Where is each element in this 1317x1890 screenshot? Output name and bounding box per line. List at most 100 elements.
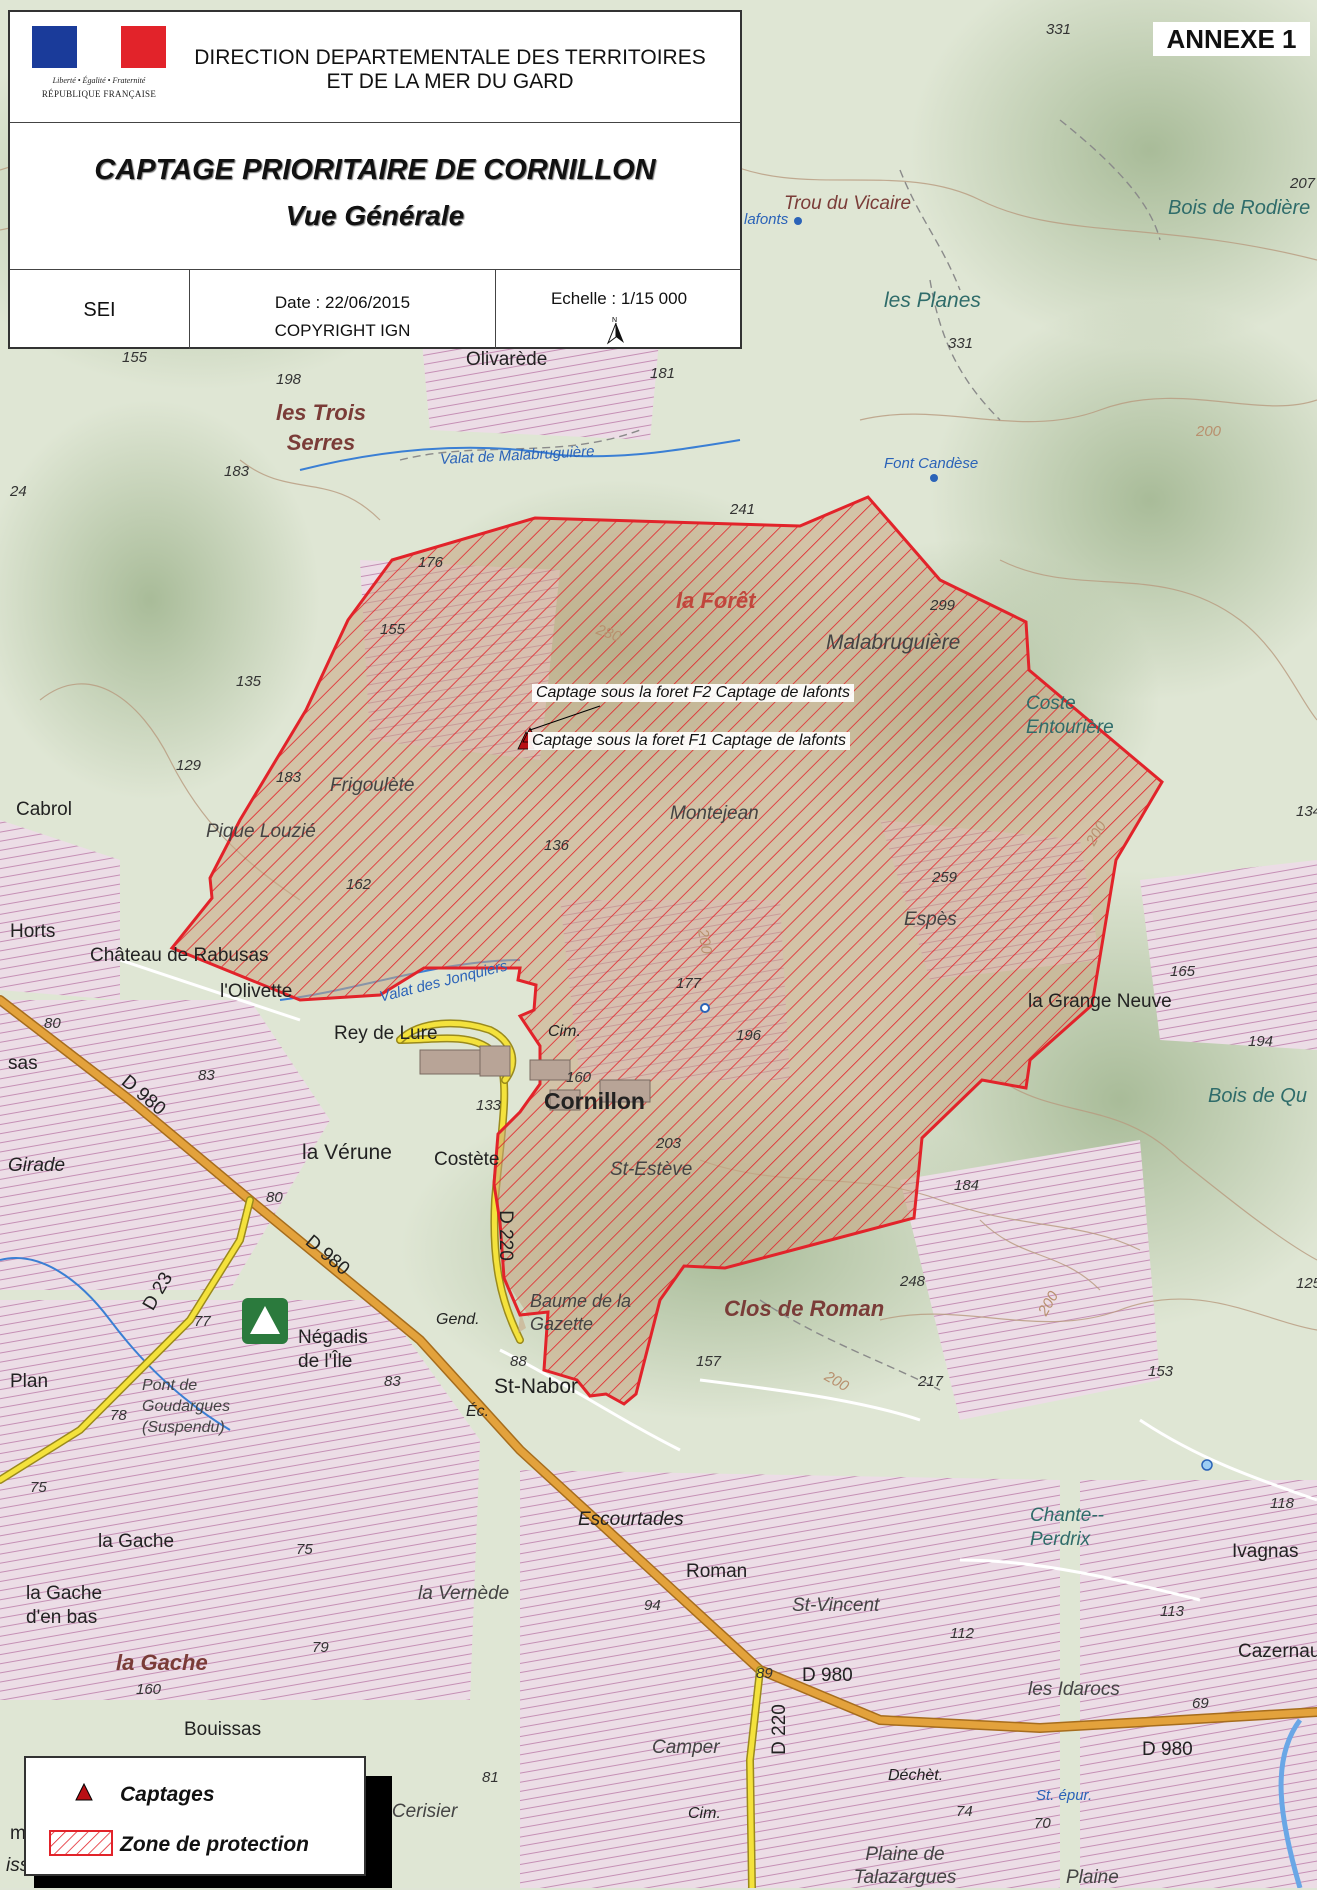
locality-label: les Idarocs	[1028, 1679, 1120, 1700]
elevation: 248	[900, 1273, 926, 1290]
elevation: 118	[1270, 1495, 1294, 1512]
captage-triangle-icon	[75, 1782, 93, 1801]
elevation: 77	[194, 1313, 211, 1330]
elevation: 198	[276, 371, 302, 388]
locality-label: Coste Entourière	[1026, 693, 1114, 738]
elevation: 83	[198, 1067, 215, 1084]
locality-label: St-Estève	[610, 1159, 693, 1180]
scale-cell: Echelle : 1/15 000 N	[496, 269, 742, 349]
elevation: 259	[932, 869, 958, 886]
locality-label: Trou du Vicaire	[784, 193, 912, 214]
elevation: 155	[380, 621, 406, 638]
elevation: 181	[650, 365, 676, 382]
place-label: St. épur.	[1036, 1787, 1093, 1804]
locality-label: la Vernède	[418, 1583, 510, 1604]
place-label: Escourtades	[578, 1509, 684, 1530]
department-name: DIRECTION DEPARTEMENTALE DES TERRITOIRES…	[194, 46, 706, 94]
place-label: Rey de Lure	[334, 1023, 438, 1044]
place-label: Costète	[434, 1149, 500, 1170]
place-label: Girade	[8, 1155, 66, 1176]
locality-label: Frigoulète	[330, 775, 415, 796]
area-label: la Forêt	[676, 588, 756, 613]
legend-label-zone: Zone de protection	[120, 1833, 309, 1856]
locality-label: Pique Louzié	[206, 821, 316, 842]
elevation: 112	[950, 1625, 974, 1642]
elevation: 75	[30, 1479, 47, 1496]
village-cornillon	[419, 1045, 651, 1111]
place-label: sas	[8, 1053, 38, 1074]
forest-label: Bois de Rodière	[1168, 197, 1311, 219]
marianne-logo: Liberté • Égalité • Fraternité RÉPUBLIQU…	[32, 26, 167, 110]
water-label: Font Candèse	[884, 455, 979, 472]
service-name: SEI	[83, 299, 116, 321]
protection-zone-hatch	[169, 495, 1164, 1406]
elevation: 70	[1034, 1815, 1051, 1832]
place-label: la Grange Neuve	[1028, 991, 1172, 1012]
place-label: la Gache d'en bas	[26, 1583, 103, 1628]
captage-label-f1: Captage sous la foret F1 Captage de lafo…	[528, 732, 850, 750]
captage-leader-line	[529, 705, 601, 731]
elevation: 94	[644, 1597, 661, 1614]
elevation: 80	[44, 1015, 61, 1032]
legend-label-captages: Captages	[120, 1783, 215, 1806]
elevation: 196	[736, 1027, 762, 1044]
legend-item-captages: Captages	[46, 1778, 356, 1808]
place-label: la Gache	[98, 1531, 175, 1552]
road-label: D 980	[1142, 1739, 1193, 1760]
place-label: Éc.	[466, 1403, 490, 1420]
elevation: 207	[1290, 175, 1316, 192]
forest-label: Bois de Qu	[1208, 1085, 1307, 1107]
svg-text:N: N	[612, 317, 617, 324]
contour-value: 200	[1196, 423, 1222, 440]
elevation: 79	[312, 1639, 329, 1656]
locality-label: Chante--Perdrix	[1030, 1505, 1104, 1550]
locality-label: Plaine de Talazargues	[853, 1844, 957, 1888]
locality-label: Espès	[904, 909, 957, 930]
elevation: 75	[296, 1541, 313, 1558]
elevation: 89	[756, 1665, 773, 1682]
captage-label-f2: Captage sous la foret F2 Captage de lafo…	[532, 684, 854, 702]
elevation: 83	[384, 1373, 401, 1390]
elevation: 331	[948, 335, 974, 352]
minor-roads	[119, 958, 1317, 1602]
map-date: Date : 22/06/2015	[274, 293, 411, 312]
elevation: 69	[1192, 1695, 1209, 1712]
elevation: 133	[476, 1097, 502, 1114]
elevation: 134	[1296, 803, 1317, 820]
map-copyright: COPYRIGHT IGN	[274, 321, 411, 340]
elevation: 183	[224, 463, 250, 480]
service-cell: SEI	[10, 269, 190, 349]
elevation: 135	[236, 673, 262, 690]
area-label: la Gache	[116, 1650, 208, 1675]
elevation: 183	[276, 769, 302, 786]
title-block-title: CAPTAGE PRIORITAIRE DE CORNILLON Vue Gén…	[10, 122, 740, 270]
spring-icon	[700, 1003, 710, 1013]
place-label: Cazernau	[1238, 1641, 1317, 1662]
elevation: 78	[110, 1407, 127, 1424]
place-label: Cim.	[688, 1805, 721, 1822]
elevation: 153	[1148, 1363, 1174, 1380]
elevation: 113	[1160, 1603, 1184, 1620]
elevation: 160	[136, 1681, 162, 1698]
annex-label: ANNEXE 1	[1153, 22, 1310, 56]
elevation: 165	[1170, 963, 1196, 980]
tricolor-flag	[32, 26, 167, 68]
place-label: l'Olivette	[220, 981, 293, 1002]
area-label: Clos de Roman	[724, 1296, 885, 1321]
title-block-header: Liberté • Égalité • Fraternité RÉPUBLIQU…	[10, 12, 740, 123]
elevation: 160	[566, 1069, 592, 1086]
locality-label: Plaine	[1066, 1867, 1119, 1888]
locality-label: Baume de la Gazette	[530, 1291, 632, 1334]
elevation: 176	[418, 554, 444, 571]
elevation: 136	[544, 837, 570, 854]
place-label: Négadis de l'Île	[298, 1327, 368, 1372]
title-block: Liberté • Égalité • Fraternité RÉPUBLIQU…	[8, 10, 742, 349]
place-label: Déchèt.	[888, 1767, 944, 1784]
water-label: lafonts	[744, 211, 789, 228]
map-scale: Echelle : 1/15 000	[550, 289, 688, 308]
elevation: 74	[956, 1803, 973, 1820]
place-label: Horts	[10, 921, 56, 942]
locality-label: Pont de Goudargues (Suspendu)	[142, 1377, 231, 1436]
elevation: 129	[176, 757, 202, 774]
place-label: la Vérune	[302, 1141, 392, 1164]
